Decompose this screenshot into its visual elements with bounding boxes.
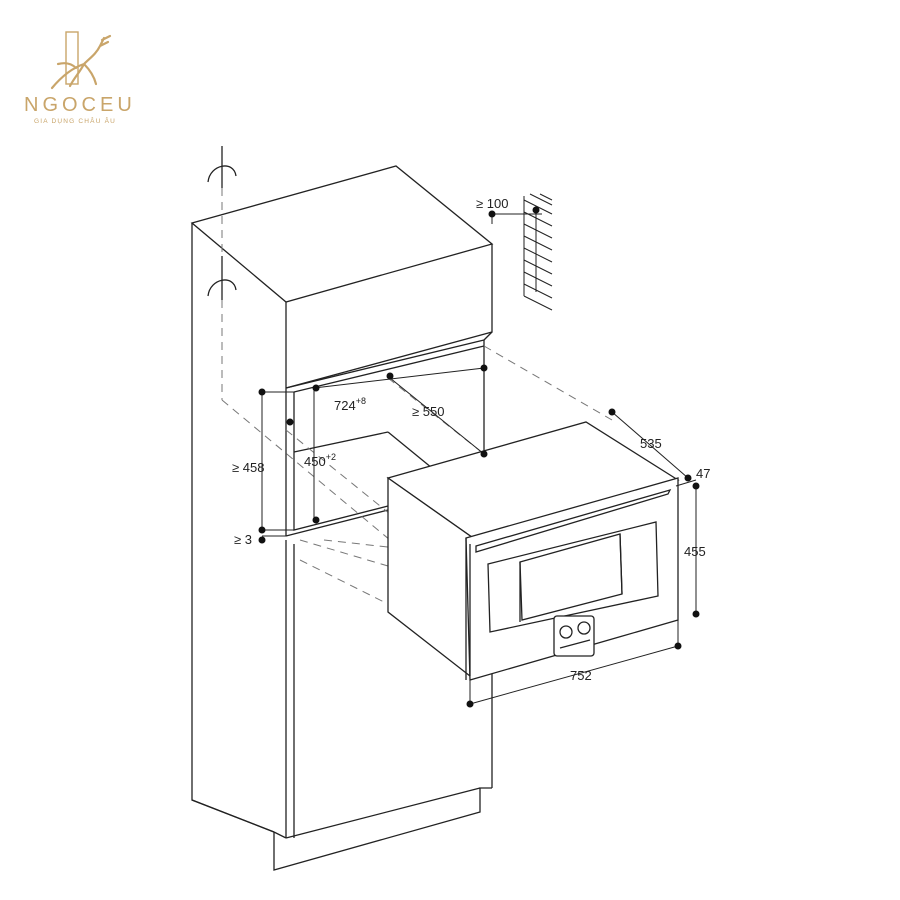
dimension-lines	[261, 206, 697, 705]
deer-logo-icon	[50, 31, 112, 90]
wall-hatch	[523, 193, 553, 311]
label-front-thickness: 47	[696, 466, 710, 481]
knob-left-icon	[559, 625, 573, 639]
label-bottom-gap: ≥ 3	[234, 532, 252, 547]
niche-inner-height-tol: +2	[326, 452, 336, 462]
knob-right-icon	[577, 621, 591, 635]
label-appliance-depth: 535	[640, 436, 662, 451]
brand-tagline: GIA DỤNG CHÂU ÂU	[34, 118, 117, 125]
brand-name: NGOCEU	[24, 94, 136, 116]
niche-width-value: 724	[334, 398, 356, 413]
label-niche-height: ≥ 458	[232, 460, 264, 475]
oven-appliance	[386, 421, 680, 681]
tall-cabinet	[190, 165, 494, 871]
anchor-marks	[207, 146, 237, 300]
label-clearance-top: ≥ 100	[476, 196, 508, 211]
dimension-dots	[258, 206, 700, 708]
label-niche-width: 724+8	[334, 396, 366, 413]
label-appliance-width: 752	[570, 668, 592, 683]
label-niche-inner-height: 450+2	[304, 452, 336, 469]
label-niche-depth: ≥ 550	[412, 404, 444, 419]
niche-inner-height-value: 450	[304, 454, 326, 469]
label-appliance-height: 455	[684, 544, 706, 559]
niche-width-tol: +8	[356, 396, 366, 406]
